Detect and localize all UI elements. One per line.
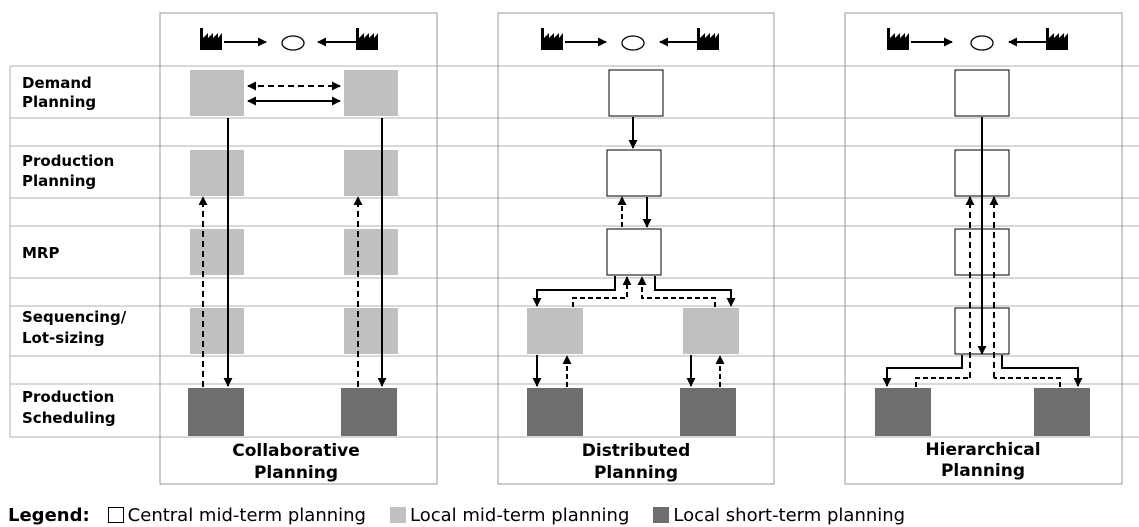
fan-out-solid-left bbox=[882, 355, 963, 387]
local-short-box bbox=[341, 388, 397, 436]
local-short-box bbox=[188, 388, 244, 436]
local-short-box bbox=[527, 388, 583, 436]
panel-title-hierarchical-2: Planning bbox=[941, 461, 1025, 481]
legend-label-local-short: Local short-term planning bbox=[673, 504, 906, 526]
legend-item-local-mid: Local mid-term planning bbox=[389, 504, 630, 526]
row-label-sequencing-2: Lot-sizing bbox=[22, 329, 105, 347]
fan-in-dashed-left bbox=[572, 276, 632, 307]
legend-item-central: Central mid-term planning bbox=[107, 504, 366, 526]
row-labels: Demand Planning Production Planning MRP … bbox=[22, 74, 127, 427]
panel-frame-hierarchical bbox=[844, 12, 1123, 485]
row-label-scheduling-1: Production bbox=[22, 388, 114, 406]
local-mid-box bbox=[344, 150, 398, 196]
panel-title-collaborative-1: Collaborative bbox=[232, 441, 360, 461]
legend-title: Legend: bbox=[8, 504, 90, 526]
local-mid-box bbox=[190, 308, 244, 354]
local-mid-box bbox=[190, 70, 244, 116]
local-short-box bbox=[680, 388, 736, 436]
fan-in-dashed-right bbox=[994, 377, 1061, 387]
planning-diagram: Demand Planning Production Planning MRP … bbox=[9, 12, 1139, 485]
fan-out-solid-left bbox=[532, 276, 616, 307]
legend-item-local-short: Local short-term planning bbox=[653, 505, 905, 526]
local-mid-box bbox=[190, 150, 244, 196]
row-label-sequencing-1: Sequencing/ bbox=[22, 308, 127, 326]
panel-titles: Collaborative Planning Distributed Plann… bbox=[232, 440, 1040, 483]
legend-swatch-local-mid bbox=[389, 507, 406, 523]
ellipse-market-icon bbox=[621, 35, 645, 51]
factory-icon bbox=[541, 28, 563, 50]
ellipse-market-icon bbox=[281, 35, 305, 51]
local-short-box bbox=[875, 388, 931, 436]
row-label-production-planning-2: Planning bbox=[22, 172, 96, 190]
row-label-demand-1: Demand bbox=[22, 74, 92, 92]
local-mid-box bbox=[344, 308, 398, 354]
panel-frames bbox=[159, 12, 1123, 485]
panel-title-collaborative-2: Planning bbox=[254, 463, 338, 483]
local-mid-box bbox=[344, 229, 398, 275]
supply-chain-header-distributed bbox=[541, 28, 719, 51]
legend: Legend: Central mid-term planning Local … bbox=[8, 504, 929, 526]
row-label-mrp: MRP bbox=[22, 244, 59, 262]
supply-chain-header-hierarchical bbox=[887, 28, 1068, 51]
central-mid-box bbox=[606, 228, 662, 276]
local-mid-box bbox=[344, 70, 398, 116]
row-label-scheduling-2: Scheduling bbox=[22, 409, 116, 427]
factory-icon bbox=[1046, 28, 1068, 50]
factory-icon bbox=[887, 28, 909, 50]
ellipse-market-icon bbox=[970, 35, 994, 51]
local-short-box bbox=[1034, 388, 1090, 436]
panel-title-distributed-2: Planning bbox=[594, 463, 678, 483]
panel-hierarchical bbox=[875, 69, 1090, 436]
row-label-production-planning-1: Production bbox=[22, 152, 114, 170]
central-mid-box bbox=[608, 69, 664, 117]
panel-frame-distributed bbox=[497, 12, 775, 485]
local-mid-box bbox=[683, 308, 739, 354]
panel-frame-collaborative bbox=[159, 12, 438, 485]
central-mid-box bbox=[606, 149, 662, 197]
row-label-demand-2: Planning bbox=[22, 93, 96, 111]
central-mid-box bbox=[954, 69, 1010, 117]
local-mid-box bbox=[190, 229, 244, 275]
panel-title-distributed-1: Distributed bbox=[582, 441, 691, 461]
fan-out-solid-right bbox=[1001, 355, 1083, 387]
panel-title-hierarchical-1: Hierarchical bbox=[925, 440, 1040, 460]
fan-in-dashed-left bbox=[915, 377, 970, 387]
fan-in-dashed-right bbox=[637, 276, 716, 307]
supply-chain-header-collaborative bbox=[200, 28, 378, 51]
factory-icon bbox=[356, 28, 378, 50]
legend-label-central: Central mid-term planning bbox=[127, 504, 366, 526]
local-mid-box bbox=[527, 308, 583, 354]
fan-out-solid-right bbox=[654, 276, 736, 307]
row-gridlines bbox=[9, 65, 1139, 438]
legend-swatch-local-short bbox=[653, 507, 670, 523]
panel-distributed bbox=[527, 69, 739, 436]
legend-swatch-central bbox=[107, 507, 124, 523]
panel-collaborative bbox=[188, 70, 398, 436]
factory-icon bbox=[697, 28, 719, 50]
factory-icon bbox=[200, 28, 222, 50]
legend-label-local-mid: Local mid-term planning bbox=[409, 504, 630, 526]
